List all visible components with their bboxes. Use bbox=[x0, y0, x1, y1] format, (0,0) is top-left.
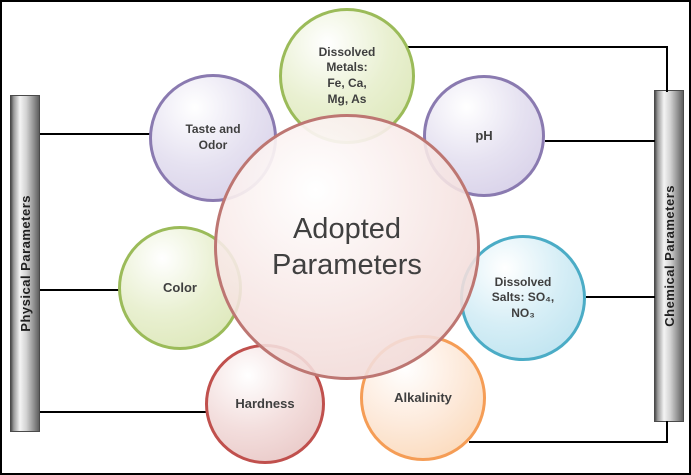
connector-bottom-horizontal bbox=[469, 441, 668, 443]
connector-left-color bbox=[40, 289, 119, 291]
connector-top-horizontal bbox=[408, 46, 668, 48]
node-dissolved-metals-label: Dissolved Metals: Fe, Ca, Mg, As bbox=[318, 44, 376, 106]
chemical-parameters-bar: Chemical Parameters bbox=[654, 90, 684, 422]
center-node-adopted-parameters: Adopted Parameters bbox=[214, 114, 480, 380]
node-color-label: Color bbox=[163, 279, 197, 295]
node-ph-label: pH bbox=[475, 127, 493, 143]
connector-bottom-vertical bbox=[666, 421, 668, 443]
node-taste-and-odor-label: Taste and Odor bbox=[185, 122, 241, 152]
physical-parameters-bar: Physical Parameters bbox=[10, 95, 40, 432]
chemical-parameters-label: Chemical Parameters bbox=[661, 185, 677, 327]
node-dissolved-salts-label: Dissolved Salts: SO₄, NO₃ bbox=[491, 274, 555, 320]
node-alkalinity-label: Alkalinity bbox=[394, 389, 452, 405]
connector-top-vertical bbox=[666, 46, 668, 92]
node-hardness-label: Hardness bbox=[235, 395, 295, 411]
center-node-label: Adopted Parameters bbox=[272, 212, 422, 281]
connector-left-hardness bbox=[40, 411, 206, 413]
connector-right-ph bbox=[545, 140, 655, 142]
node-ph: pH bbox=[423, 75, 545, 197]
physical-parameters-label: Physical Parameters bbox=[17, 195, 33, 332]
connector-left-taste bbox=[40, 133, 150, 135]
connector-right-salts bbox=[586, 296, 655, 298]
